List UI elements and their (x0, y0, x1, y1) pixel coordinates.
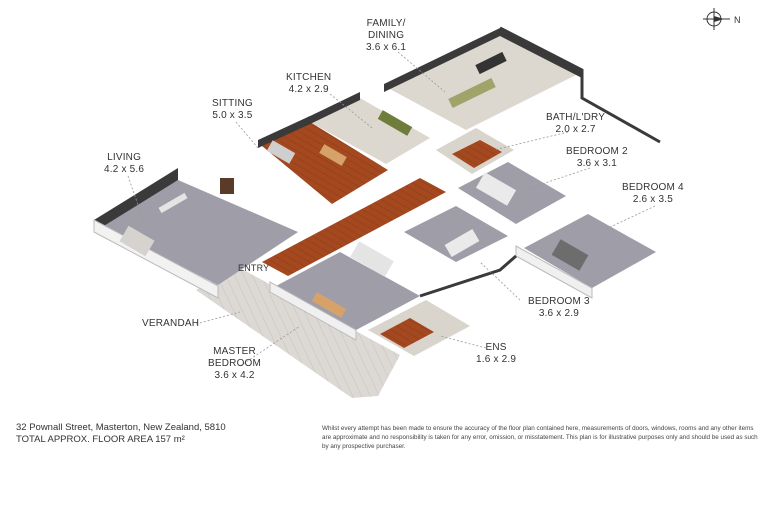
verandah-deck (196, 268, 400, 398)
room-bedroom-3 (404, 206, 508, 262)
fireplace (220, 178, 234, 194)
label-kitchen: KITCHEN 4.2 x 2.9 (286, 72, 331, 96)
family-size: 3.6 x 6.1 (366, 42, 407, 53)
compass-label: N (734, 15, 741, 25)
room-sitting (258, 116, 388, 204)
ens-size: 1.6 x 2.9 (476, 354, 517, 365)
room-kitchen (306, 92, 430, 164)
kitchen-name: KITCHEN (286, 72, 332, 83)
leader-kitchen (329, 93, 373, 129)
ens-name: ENS (485, 342, 507, 353)
entry-name: ENTRY (238, 263, 270, 273)
leader-bed2 (523, 167, 591, 191)
address-block: 32 Pownall Street, Masterton, New Zealan… (16, 422, 226, 446)
room-bath-laundry (436, 128, 514, 174)
label-sitting: SITTING 5.0 x 3.5 (212, 98, 253, 122)
bath-size: 2.0 x 2.7 (555, 124, 596, 135)
leader-living (127, 175, 147, 229)
room-living (93, 168, 298, 299)
label-family-dining: FAMILY/ DINING 3.6 x 6.1 (366, 18, 406, 54)
master-name-2: BEDROOM (208, 358, 262, 369)
room-bedroom-2 (458, 162, 566, 224)
sofa (119, 225, 155, 257)
bed4-size: 2.6 x 3.5 (632, 194, 673, 205)
leader-bath (493, 131, 569, 151)
leader-master (239, 325, 301, 367)
desk (319, 144, 347, 166)
outer-wall-south (419, 254, 517, 298)
room-master-bedroom (269, 241, 420, 341)
label-master-bedroom: MASTER BEDROOM 3.6 x 4.2 (208, 346, 261, 382)
label-bedroom-4: BEDROOM 4 2.6 x 3.5 (622, 182, 684, 206)
bed-bedroom-4 (551, 239, 589, 271)
leader-bed4 (603, 205, 656, 231)
label-bedroom-2: BEDROOM 2 3.6 x 3.1 (566, 146, 628, 170)
family-name-2: DINING (367, 30, 405, 41)
couch (266, 140, 296, 164)
label-ensuite: ENS 1.6 x 2.9 (476, 342, 516, 366)
bed3-size: 3.6 x 2.9 (538, 308, 579, 319)
kitchen-island (377, 110, 413, 136)
room-bedroom-4 (515, 214, 656, 299)
master-name-1: MASTER (213, 346, 256, 357)
family-sofa (475, 51, 507, 75)
leader-sitting (235, 121, 259, 149)
address-text: 32 Pownall Street, Masterton, New Zealan… (16, 422, 226, 433)
compass-icon: N (703, 8, 741, 30)
sitting-name: SITTING (212, 98, 253, 109)
master-desk (311, 292, 347, 318)
room-ensuite (368, 300, 470, 356)
label-verandah: VERANDAH (142, 318, 199, 330)
label-bath-laundry: BATH/L'DRY 2.0 x 2.7 (546, 112, 605, 136)
floor-area-text: TOTAL APPROX. FLOOR AREA 157 m² (16, 434, 185, 445)
sitting-size: 5.0 x 3.5 (212, 110, 253, 121)
bed2-size: 3.6 x 3.1 (576, 158, 617, 169)
master-size: 3.6 x 4.2 (214, 370, 255, 381)
label-entry: ENTRY (238, 262, 269, 274)
living-name: LIVING (107, 152, 142, 163)
dining-table (448, 77, 496, 109)
verandah-name: VERANDAH (142, 318, 200, 329)
hallway (262, 178, 446, 276)
tv-unit (158, 192, 188, 214)
bed-bedroom-2 (475, 172, 517, 206)
bed-bedroom-3 (444, 228, 480, 258)
outer-wall-east (499, 26, 661, 144)
label-bedroom-3: BEDROOM 3 3.6 x 2.9 (528, 296, 590, 320)
bed3-name: BEDROOM 3 (528, 296, 590, 307)
bed-master (350, 241, 394, 277)
disclaimer-text: Whilst every attempt has been made to en… (322, 425, 758, 450)
compass: N (700, 4, 750, 34)
bed2-name: BEDROOM 2 (566, 146, 628, 157)
bath-name: BATH/L'DRY (546, 112, 606, 123)
label-living: LIVING 4.2 x 5.6 (104, 152, 144, 176)
bed4-name: BEDROOM 4 (622, 182, 684, 193)
leader-bed3 (479, 261, 521, 301)
kitchen-size: 4.2 x 2.9 (288, 84, 329, 95)
room-family-dining (384, 28, 582, 130)
living-size: 4.2 x 5.6 (104, 164, 145, 175)
family-name-1: FAMILY/ (366, 18, 406, 29)
